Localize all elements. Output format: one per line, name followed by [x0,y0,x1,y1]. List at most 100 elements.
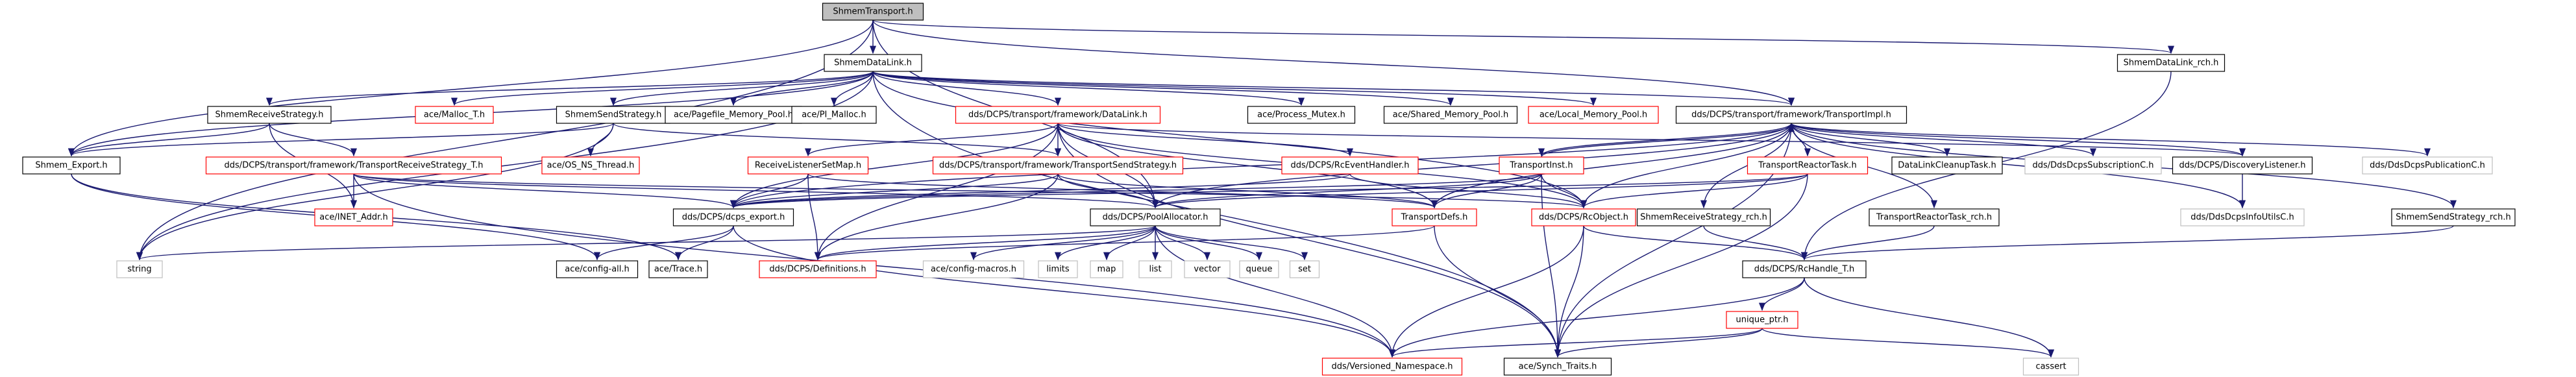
node-discl[interactable]: dds/DCPS/DiscoveryListener.h [2172,156,2313,175]
node-dcpsexport[interactable]: dds/DCPS/dcps_export.h [672,208,794,226]
node-pagefile[interactable]: ace/Pagefile_Memory_Pool.h [665,106,802,124]
node-export[interactable]: Shmem_Export.h [22,156,121,175]
node-label: ace/Synch_Traits.h [1519,362,1597,372]
node-procmutex[interactable]: ace/Process_Mutex.h [1247,106,1356,124]
node-label: ShmemReceiveStrategy.h [215,110,324,120]
node-label: dds/DCPS/transport/framework/TransportIm… [1691,110,1891,120]
edge-root-to-timpl [872,19,1795,106]
node-defs[interactable]: dds/DCPS/Definitions.h [759,260,877,278]
edge-sdl-to-malloct [451,71,874,106]
node-trt[interactable]: TransportReactorTask.h [1747,156,1869,175]
node-box [759,260,877,278]
node-label: ShmemReceiveStrategy_rch.h [1640,213,1767,223]
node-label: ace/PI_Malloc.h [802,110,866,120]
edge-srsrch-to-rchandle [1703,225,1808,261]
node-label: TransportDefs.h [1401,213,1468,223]
node-tdefs[interactable]: TransportDefs.h [1392,208,1477,226]
node-sdl[interactable]: ShmemDataLink.h [824,54,922,72]
node-box [2172,156,2313,175]
node-box [747,156,869,175]
node-sssrch[interactable]: ShmemSendStrategy_rch.h [2391,208,2516,226]
edge-timpl-to-tdefs [1431,123,1792,209]
edge-rcobj-to-versioned [1388,225,1584,358]
node-uniqueptr[interactable]: unique_ptr.h [1726,311,1798,329]
node-label: ace/Shared_Memory_Pool.h [1393,110,1508,120]
node-osns[interactable]: ace/OS_NS_Thread.h [541,156,640,175]
node-pool[interactable]: dds/DCPS/PoolAllocator.h [1090,208,1221,226]
node-box [415,106,494,124]
edge-sdl-to-timpl [872,71,1795,106]
node-srsrch[interactable]: ShmemReceiveStrategy_rch.h [1636,208,1771,226]
node-sharedmem[interactable]: ace/Shared_Memory_Pool.h [1383,106,1518,124]
node-box [2024,156,2162,175]
node-label: ace/config-macros.h [931,265,1016,274]
node-box [541,156,640,175]
node-label: TransportReactorTask.h [1758,161,1856,171]
edge-tdefs-to-synch [1434,225,1562,358]
edge-tdefs-to-defs [815,225,1435,261]
node-inetaddr[interactable]: ace/INET_Addr.h [314,208,393,226]
node-sss[interactable]: ShmemSendStrategy.h [556,106,671,124]
node-queue: queue [1239,260,1279,278]
node-box [2362,156,2493,175]
node-trace[interactable]: ace/Trace.h [648,260,708,278]
node-localmem[interactable]: ace/Local_Memory_Pool.h [1528,106,1659,124]
node-root[interactable]: ShmemTransport.h [822,3,924,21]
node-synch[interactable]: ace/Synch_Traits.h [1503,358,1612,376]
edge-sdl-to-pimalloc [830,71,874,106]
node-rlsm[interactable]: ReceiveListenerSetMap.h [747,156,869,175]
node-box [2116,54,2226,72]
node-box [932,156,1184,175]
edge-uniqueptr-to-synch [1554,328,1763,358]
node-vector: vector [1184,260,1231,278]
node-box [824,54,922,72]
node-timpl[interactable]: dds/DCPS/transport/framework/TransportIm… [1675,106,1907,124]
node-configall[interactable]: ace/config-all.h [556,260,639,278]
node-reh[interactable]: dds/DCPS/RcEventHandler.h [1281,156,1419,175]
node-label: DataLinkCleanupTask.h [1898,161,1996,171]
edge-reh-to-dcpsexport [730,173,1351,209]
node-label: dds/DCPS/transport/framework/TransportSe… [939,161,1177,171]
edge-dcpsexport-to-trace [674,225,734,261]
node-rchandle[interactable]: dds/DCPS/RcHandle_T.h [1742,260,1867,278]
node-box [791,106,877,124]
edge-timpl-to-ddssubc [1791,123,2096,157]
node-srs[interactable]: ShmemReceiveStrategy.h [207,106,332,124]
edge-datalink-to-defs [815,123,1059,261]
edge-rchandle-to-versioned [1389,277,1805,358]
edge-pool-to-configmacros [970,225,1156,261]
node-malloct[interactable]: ace/Malloc_T.h [415,106,494,124]
node-label: ace/Trace.h [654,265,702,274]
edge-trst-to-pool [353,173,1159,209]
node-label: ace/OS_NS_Thread.h [547,161,635,171]
node-box [1247,106,1356,124]
node-box [22,156,121,175]
node-label: ShmemSendStrategy_rch.h [2396,213,2511,223]
node-box [556,260,639,278]
edge-timpl-to-tinst [1538,123,1792,157]
node-datalink[interactable]: dds/DCPS/transport/framework/DataLink.h [955,106,1161,124]
node-box [1392,208,1477,226]
node-label: list [1149,265,1161,274]
node-label: dds/DdsDcpsInfoUtilsC.h [2190,213,2294,223]
node-trtrch[interactable]: TransportReactorTask_rch.h [1869,208,2000,226]
edge-datalink-to-reh [1057,123,1353,157]
node-cassert: cassert [2022,358,2079,376]
node-dlct[interactable]: DataLinkCleanupTask.h [1891,156,2003,175]
node-box [2022,358,2079,376]
node-box [922,260,1025,278]
node-label: dds/DCPS/transport/framework/TransportRe… [225,161,484,171]
node-sdlrch[interactable]: ShmemDataLink_rch.h [2116,54,2226,72]
node-tinst[interactable]: TransportInst.h [1499,156,1584,175]
edge-srs-to-export [68,123,270,157]
node-rcobj[interactable]: dds/DCPS/RcObject.h [1531,208,1636,226]
edge-trst-to-rcobj [353,173,1587,209]
node-trst[interactable]: dds/DCPS/transport/framework/TransportRe… [205,156,502,175]
node-tss[interactable]: dds/DCPS/transport/framework/TransportSe… [932,156,1184,175]
edge-trt-to-synch [1554,173,1808,358]
node-versioned[interactable]: dds/Versioned_Namespace.h [1321,358,1463,376]
node-pimalloc[interactable]: ace/PI_Malloc.h [791,106,877,124]
edge-trt-to-dcpsexport [730,173,1808,209]
edge-datalink-to-discl [1057,123,2246,157]
